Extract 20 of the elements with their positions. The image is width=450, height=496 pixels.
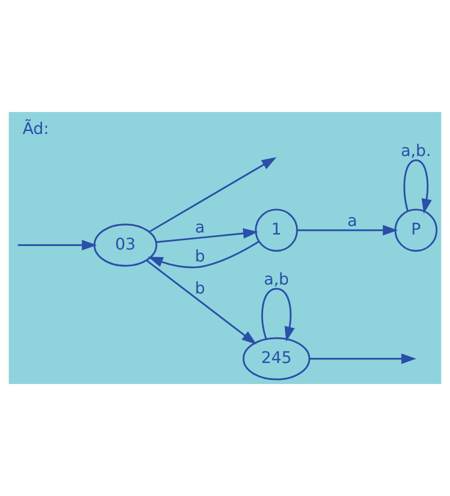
arrow [156, 228, 258, 243]
arrow [297, 224, 398, 236]
arrow [149, 157, 277, 232]
edge-label: a,b [264, 269, 289, 288]
arrow [261, 288, 295, 342]
node-circle: P [394, 208, 438, 252]
arrow [309, 354, 416, 364]
arrow [18, 240, 97, 250]
edge-label: b [194, 278, 206, 298]
arrow [148, 240, 260, 268]
edge-label: a,b. [400, 140, 432, 160]
node-ellipse: 03 [94, 224, 158, 267]
node-ellipse: 245 [242, 337, 310, 380]
arrow [404, 159, 432, 214]
edge-label: b [194, 246, 206, 266]
arrow [146, 260, 257, 345]
edge-label: a [195, 218, 205, 237]
node-circle: 1 [254, 208, 298, 252]
diagram-title: Ãd: [22, 119, 49, 138]
edge-label: a [347, 210, 358, 230]
